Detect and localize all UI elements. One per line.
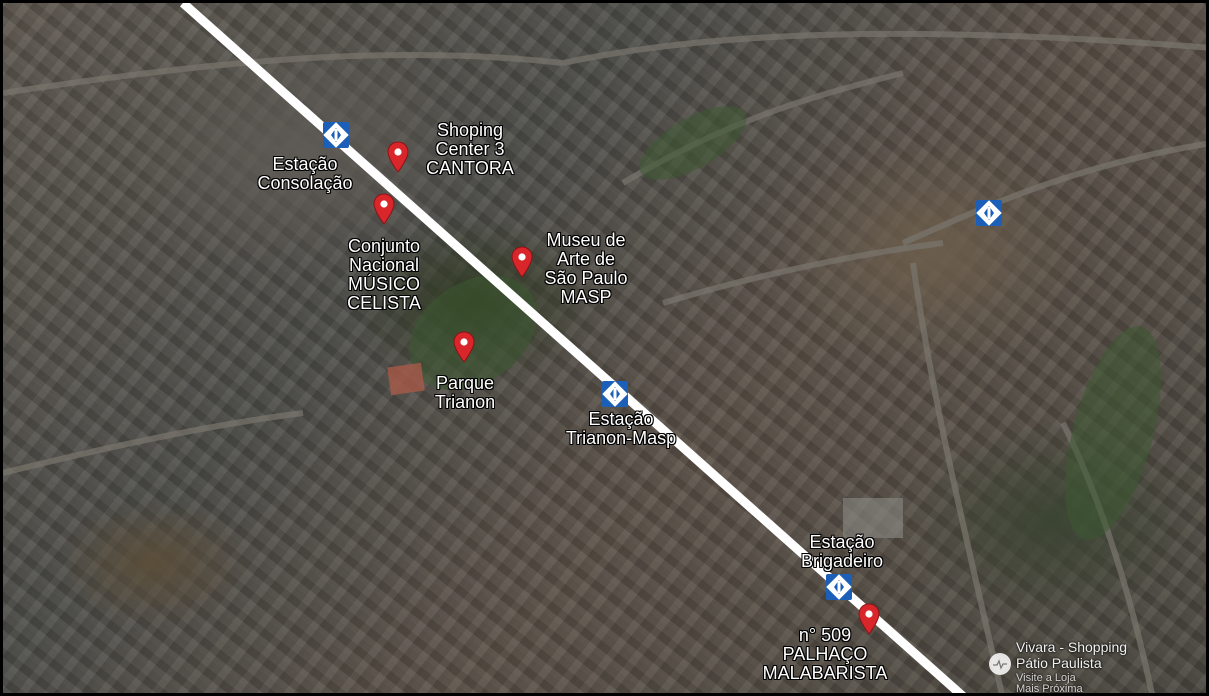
- poi-vivara-subtitle: Visite a Loja Mais Próxima: [1016, 672, 1083, 695]
- map-pin-shopping-icon[interactable]: [387, 141, 409, 173]
- metro-station-east-icon[interactable]: [976, 200, 1002, 226]
- label-conjunto-nacional: Conjunto Nacional MÚSICO CELISTA: [347, 236, 421, 313]
- map-pin-conjunto-nacional-icon[interactable]: [373, 193, 395, 225]
- label-estacao-brigadeiro: Estação Brigadeiro: [800, 532, 884, 571]
- label-parque-trianon: Parque Trianon: [434, 373, 496, 412]
- label-estacao-trianon-masp: Estação Trianon-Masp: [565, 409, 677, 448]
- map-streets: [3, 3, 1206, 693]
- metro-station-consolacao-icon[interactable]: [323, 122, 349, 148]
- label-n509: n° 509 PALHAÇO MALABARISTA: [762, 625, 888, 683]
- metro-station-icon: [602, 381, 628, 407]
- label-estacao-consolacao: Estação Consolação: [257, 154, 353, 193]
- metro-station-brigadeiro-icon[interactable]: [826, 574, 852, 600]
- label-masp: Museu de Arte de São Paulo MASP: [544, 230, 628, 307]
- metro-station-icon: [976, 200, 1002, 226]
- map-pin-masp-icon[interactable]: [511, 246, 533, 278]
- map-pin-n509-icon[interactable]: [858, 603, 880, 635]
- metro-station-icon: [323, 122, 349, 148]
- metro-station-trianon-icon[interactable]: [602, 381, 628, 407]
- map-pin-parque-trianon-icon[interactable]: [453, 331, 475, 363]
- poi-vivara[interactable]: Vivara - Shopping Pátio Paulista Visite …: [989, 639, 1206, 695]
- label-shopping-center-3: Shoping Center 3 CANTORA: [426, 120, 514, 178]
- store-icon: [989, 653, 1011, 675]
- poi-vivara-name: Vivara - Shopping Pátio Paulista: [1016, 639, 1128, 671]
- metro-station-icon: [826, 574, 852, 600]
